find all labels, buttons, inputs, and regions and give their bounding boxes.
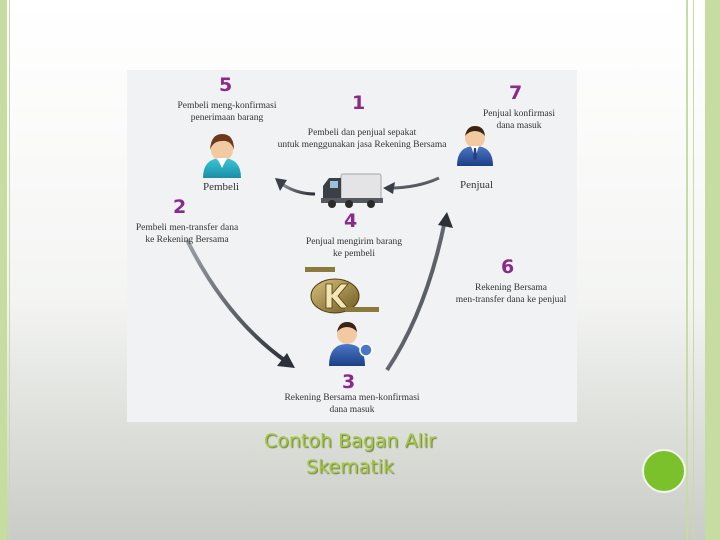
slide-caption: Contoh Bagan Alir Skematik xyxy=(200,428,500,480)
right-decor-bar xyxy=(705,0,720,540)
bank-agent-icon xyxy=(329,322,373,366)
right-decor-line-2 xyxy=(693,0,694,540)
step-6-line-2: men-transfer dana ke penjual xyxy=(455,295,567,305)
diagram-graphics xyxy=(185,126,493,372)
step-2-text: Pembeli men-transfer dana ke Rekening Be… xyxy=(129,222,245,246)
step-5-line-2: penerimaan barang xyxy=(190,113,264,123)
step-5-number: 5 xyxy=(219,74,233,96)
step-3-number: 3 xyxy=(342,371,356,393)
step-6-text: Rekening Bersama men-transfer dana ke pe… xyxy=(449,282,573,306)
step-4-number: 4 xyxy=(344,210,358,232)
arrow-buyer-to-bank xyxy=(185,239,289,364)
step-7-line-1: Penjual konfirmasi xyxy=(482,109,556,119)
step-6-line-1: Rekening Bersama xyxy=(474,283,548,293)
left-decor-bar xyxy=(0,0,7,540)
flow-diagram: 5 Pembeli meng-konfirmasi penerimaan bar… xyxy=(127,70,577,422)
step-5-line-1: Pembeli meng-konfirmasi xyxy=(177,101,277,111)
step-3-text: Rekening Bersama men-konfirmasi dana mas… xyxy=(277,392,427,416)
truck-icon xyxy=(321,173,383,208)
step-2-line-2: ke Rekening Bersama xyxy=(145,235,229,245)
step-2-line-1: Pembeli men-transfer dana xyxy=(135,223,239,233)
arrowhead-seller-to-truck xyxy=(383,182,395,194)
rekening-bersama-logo-icon xyxy=(305,267,379,314)
step-6-number: 6 xyxy=(501,256,515,278)
step-4-line-1: Penjual mengirim barang xyxy=(305,237,403,247)
step-1-line-1: Pembeli dan penjual sepakat xyxy=(307,128,417,138)
step-2-number: 2 xyxy=(173,196,187,218)
seller-icon xyxy=(457,126,493,166)
step-1-number: 1 xyxy=(352,92,366,114)
step-4-line-2: ke pembeli xyxy=(333,249,375,259)
seller-label: Penjual xyxy=(460,179,493,191)
right-decor-line-1 xyxy=(686,0,688,540)
arrowhead-truck-to-buyer xyxy=(275,178,287,191)
green-circle-decor xyxy=(642,449,686,493)
arrowhead-buyer-to-bank xyxy=(277,353,295,368)
step-1-line-2: untuk menggunakan jasa Rekening Bersama xyxy=(277,140,447,150)
arrowhead-bank-to-seller xyxy=(438,212,453,228)
step-5-text: Pembeli meng-konfirmasi penerimaan baran… xyxy=(162,100,292,124)
step-7-number: 7 xyxy=(509,82,523,104)
arrow-seller-to-truck xyxy=(388,176,440,190)
left-decor-line xyxy=(9,0,10,540)
caption-line-2: Skematik xyxy=(306,456,394,478)
caption-line-1: Contoh Bagan Alir xyxy=(264,430,436,452)
buyer-label: Pembeli xyxy=(203,181,240,193)
step-3-line-1: Rekening Bersama men-konfirmasi xyxy=(284,393,420,403)
arrow-bank-to-seller xyxy=(385,219,447,372)
step-4-text: Penjual mengirim barang ke pembeli xyxy=(292,236,416,260)
buyer-icon xyxy=(203,134,241,178)
step-7-line-2: dana masuk xyxy=(496,121,542,131)
step-7-text: Penjual konfirmasi dana masuk xyxy=(477,108,561,132)
step-1-text: Pembeli dan penjual sepakat untuk menggu… xyxy=(267,127,457,151)
step-3-line-2: dana masuk xyxy=(329,405,375,415)
